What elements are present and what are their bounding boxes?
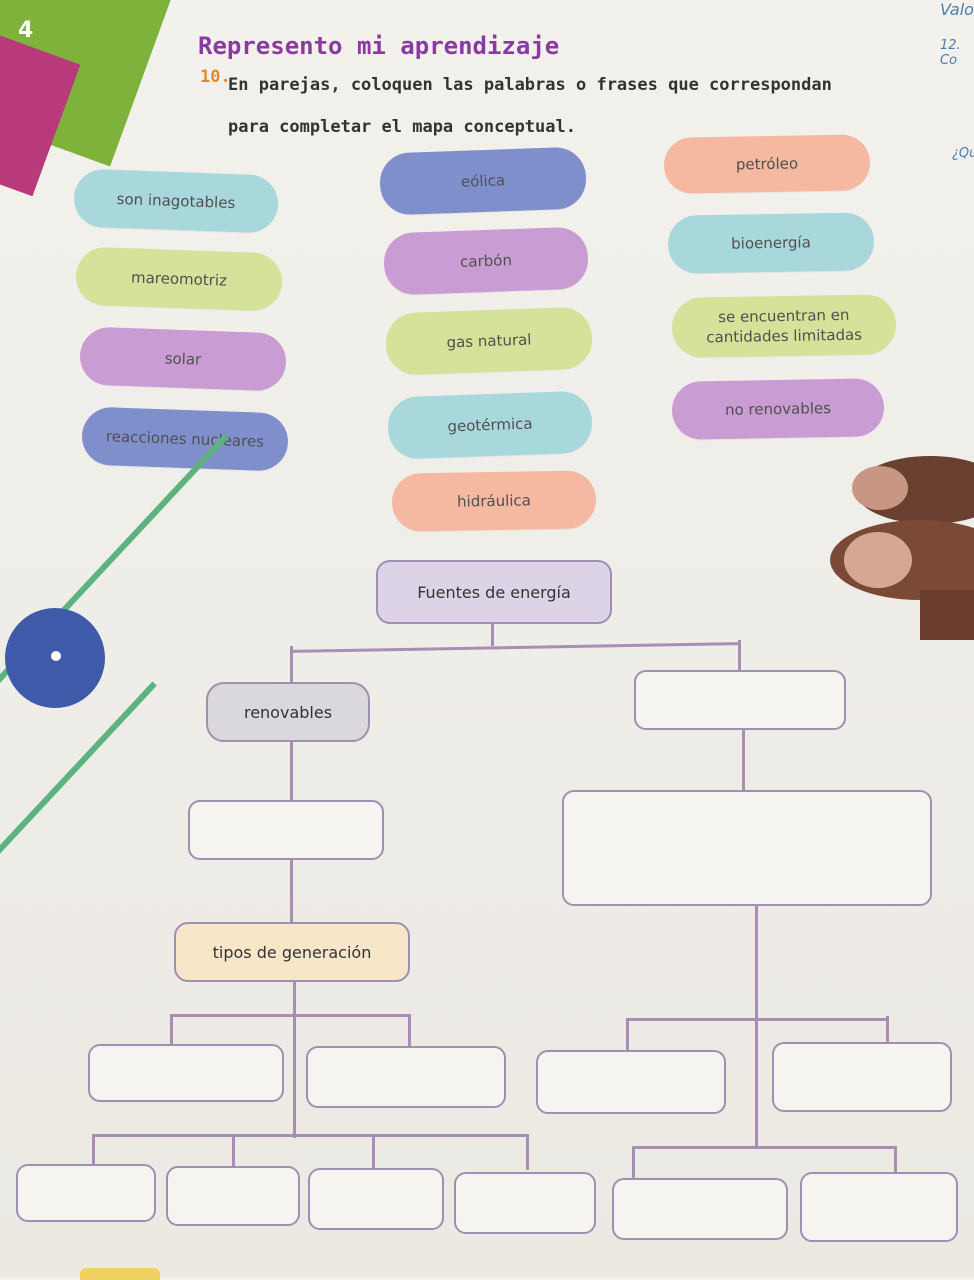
concept-generation-types-box: tipos de generación <box>174 922 410 982</box>
word-chip[interactable]: reacciones nucleares <box>81 406 289 472</box>
word-chip[interactable]: son inagotables <box>73 168 279 234</box>
connector-line <box>626 1018 888 1021</box>
blank-answer-box[interactable] <box>612 1178 788 1240</box>
concept-root-box: Fuentes de energía <box>376 560 612 624</box>
connector-line <box>170 1014 410 1017</box>
margin-text: ¿Qu <box>952 146 974 161</box>
connector-line <box>738 640 741 670</box>
blank-answer-box[interactable] <box>772 1042 952 1112</box>
blank-answer-box[interactable] <box>562 790 932 906</box>
connector-line <box>170 1014 173 1044</box>
blank-answer-box[interactable] <box>166 1166 300 1226</box>
connector-line <box>742 728 745 792</box>
word-chip[interactable]: solar <box>79 326 287 392</box>
word-chip[interactable]: bioenergía <box>667 212 875 274</box>
connector-line <box>290 642 740 653</box>
connector-line <box>408 1014 411 1046</box>
connector-line <box>232 1134 235 1166</box>
section-title: Represento mi aprendizaje <box>198 32 560 60</box>
connector-line <box>92 1134 528 1137</box>
blank-answer-box[interactable] <box>800 1172 958 1242</box>
connector-line <box>290 646 293 682</box>
connector-line <box>372 1134 375 1168</box>
blank-answer-box[interactable] <box>634 670 846 730</box>
blank-answer-box[interactable] <box>88 1044 284 1102</box>
connector-line <box>886 1016 889 1042</box>
hand-image <box>830 456 974 640</box>
word-chip[interactable]: eólica <box>378 146 588 216</box>
question-number: 10. <box>200 67 231 87</box>
footer-tab <box>80 1268 160 1280</box>
word-chip[interactable]: geotérmica <box>386 390 594 460</box>
word-chip[interactable]: carbón <box>382 226 590 296</box>
decorative-dot <box>51 651 61 661</box>
connector-line <box>290 858 293 924</box>
connector-line <box>290 740 293 802</box>
blank-answer-box[interactable] <box>454 1172 596 1234</box>
word-chip[interactable]: petróleo <box>663 134 871 194</box>
connector-line <box>92 1134 95 1164</box>
concept-renewables-box: renovables <box>206 682 370 742</box>
connector-line <box>755 904 758 1148</box>
word-chip[interactable]: mareomotriz <box>75 246 283 312</box>
connector-line <box>293 980 296 1138</box>
word-chip[interactable]: no renovables <box>671 378 885 440</box>
blank-answer-box[interactable] <box>16 1164 156 1222</box>
connector-line <box>632 1146 635 1178</box>
right-margin-next-page: Valo 12. Co ¿Qu <box>936 0 974 300</box>
connector-line <box>894 1146 897 1172</box>
question-text: En parejas, coloquen las palabras o fras… <box>228 75 832 137</box>
blank-answer-box[interactable] <box>308 1168 444 1230</box>
word-chip[interactable]: gas natural <box>384 306 594 376</box>
margin-text: Valo <box>940 0 974 19</box>
connector-line <box>491 622 494 646</box>
blank-answer-box[interactable] <box>188 800 384 860</box>
blank-answer-box[interactable] <box>306 1046 506 1108</box>
unit-number: 4 <box>18 18 34 43</box>
margin-text: 12. Co <box>940 38 961 68</box>
connector-line <box>526 1134 529 1170</box>
word-chip[interactable]: se encuentran en cantidades limitadas <box>671 294 897 358</box>
connector-line <box>632 1146 896 1149</box>
connector-line <box>626 1018 629 1050</box>
word-chip[interactable]: hidráulica <box>391 470 597 532</box>
blank-answer-box[interactable] <box>536 1050 726 1114</box>
decorative-stripe <box>0 681 157 906</box>
